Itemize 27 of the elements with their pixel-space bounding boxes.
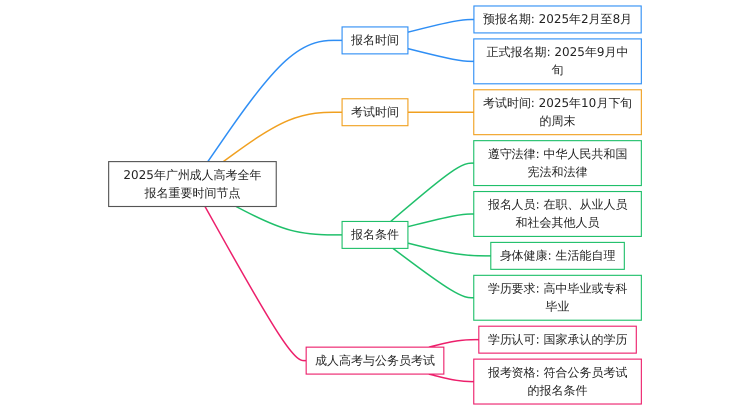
node-box: 考试时间 (342, 98, 408, 126)
connector (428, 373, 474, 382)
connector (222, 111, 342, 162)
node-box: 成人高考与公务员考试 (306, 346, 444, 375)
connector (428, 338, 479, 348)
connector (204, 206, 306, 362)
node-box: 报名时间 (342, 26, 408, 54)
node-box: 学历认可: 国家承认的学历 (478, 326, 637, 354)
connector (408, 48, 474, 62)
connector (408, 213, 474, 228)
node-box: 报名条件 (342, 220, 408, 249)
node-box: 考试时间: 2025年10月下旬的周末 (473, 89, 642, 136)
connector (392, 248, 474, 299)
node-box: 身体健康: 生活能自理 (490, 242, 625, 270)
connector (390, 162, 474, 222)
connector (236, 206, 342, 236)
node-box: 预报名期: 2025年2月至8月 (473, 5, 642, 34)
connector (408, 111, 474, 113)
node-box: 正式报名期: 2025年9月中旬 (473, 38, 642, 84)
connector (408, 242, 491, 257)
node-box: 学历要求: 高中毕业或专科毕业 (473, 274, 642, 321)
connector (408, 18, 474, 33)
connector (207, 40, 342, 162)
node-box: 遵守法律: 中华人民共和国宪法和法律 (473, 140, 642, 186)
node-box: 报名人员: 在职、从业人员和社会其他人员 (473, 190, 642, 237)
node-box: 2025年广州成人高考全年报名重要时间节点 (108, 161, 277, 208)
node-box: 报考资格: 符合公务员考试的报名条件 (473, 358, 642, 405)
